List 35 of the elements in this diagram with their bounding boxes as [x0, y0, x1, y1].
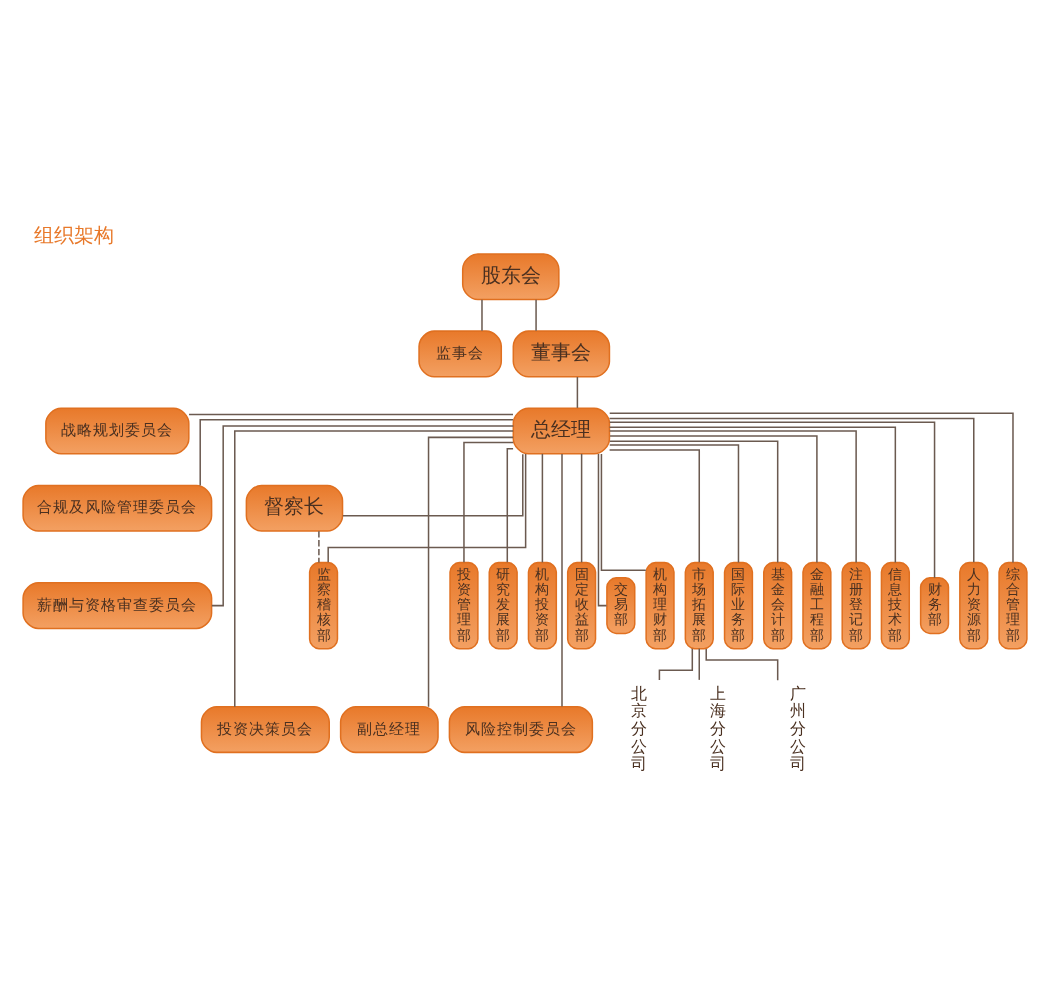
diagram-title: 组织架构 [32, 226, 113, 249]
connector [579, 453, 582, 564]
connector [505, 448, 513, 564]
connector [575, 376, 578, 409]
connector [210, 425, 514, 607]
node-text: 北京分公司 [629, 682, 646, 774]
connector [607, 426, 896, 564]
node-text: 广州分公司 [788, 682, 805, 774]
connector [426, 436, 513, 708]
connector [534, 299, 536, 332]
connector [198, 418, 513, 487]
connector [608, 421, 935, 579]
connector [657, 647, 693, 681]
node-text: 上海分公司 [709, 682, 726, 774]
connector [697, 647, 699, 681]
connector [341, 453, 523, 517]
connector [462, 441, 513, 564]
node-box: 督察长 [244, 484, 343, 532]
connector [233, 430, 513, 708]
connector [607, 430, 856, 564]
connector [326, 453, 526, 563]
connector [560, 453, 562, 708]
node-box: 总经理 [511, 407, 610, 455]
connector [480, 299, 482, 332]
node-box: 董事会 [511, 330, 610, 378]
connector [540, 453, 543, 564]
connector [607, 449, 699, 564]
connector [317, 530, 319, 564]
connector [187, 413, 513, 416]
connector [608, 440, 778, 564]
connector [608, 435, 817, 564]
connector [599, 453, 646, 571]
connector [608, 444, 739, 564]
connector [596, 453, 607, 607]
node-box: 股东会 [460, 253, 559, 301]
